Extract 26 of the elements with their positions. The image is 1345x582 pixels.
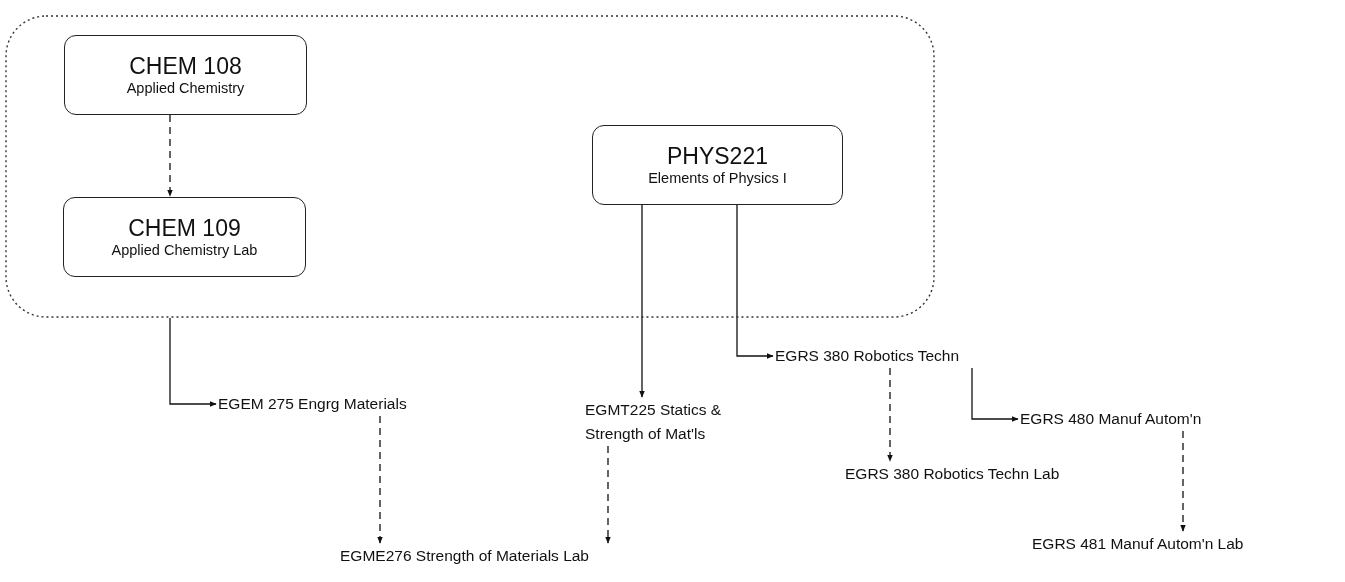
course-box [592, 125, 843, 205]
course-title: Elements of Physics I [648, 169, 787, 187]
course-label: EGRS 380 Robotics Techn Lab [845, 462, 1061, 486]
course-label: EGRS 481 Manuf Autom'n Lab [1032, 532, 1245, 556]
course-label: EGME276 Strength of Materials Lab [340, 544, 590, 568]
course-label: EGMT225 Statics & Strength of Mat'ls [585, 398, 723, 447]
arrow [971, 367, 1019, 422]
arrow [167, 114, 173, 197]
course-label: EGEM 275 Engrg Materials [218, 392, 408, 416]
course-code: CHEM 108 [129, 53, 242, 80]
course-label: EGRS 380 Robotics Techn [775, 344, 961, 368]
course-label: EGRS 480 Manuf Autom'n [1020, 407, 1203, 431]
arrow [639, 204, 645, 398]
course-code: CHEM 109 [128, 215, 241, 242]
arrow [887, 367, 893, 462]
group-frame [5, 15, 935, 318]
course-box [64, 35, 307, 115]
arrow [736, 204, 774, 359]
course-title: Applied Chemistry [126, 79, 245, 97]
arrow [1180, 430, 1186, 532]
course-code: PHYS221 [667, 143, 768, 170]
arrow [605, 445, 611, 544]
arrow [169, 317, 217, 407]
course-title: Applied Chemistry Lab [111, 241, 258, 259]
arrow [377, 415, 383, 544]
course-box [63, 197, 306, 277]
